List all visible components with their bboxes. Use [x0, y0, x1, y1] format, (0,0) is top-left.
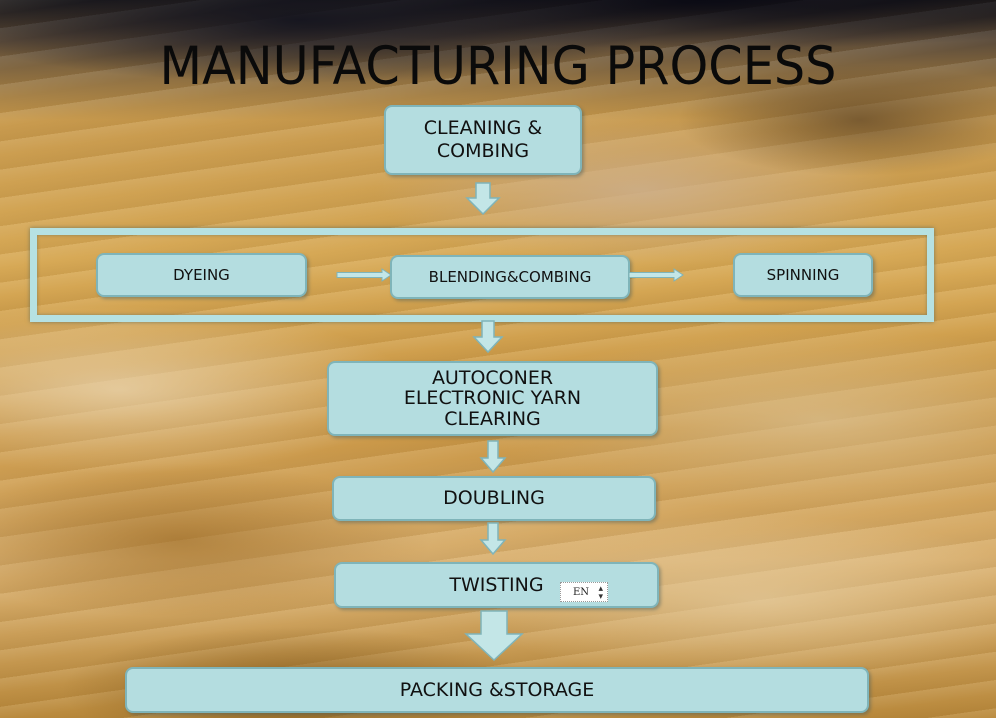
arrow-right-2 — [628, 268, 684, 282]
step-dyeing: DYEING — [96, 253, 307, 297]
step-doubling-label: DOUBLING — [443, 487, 545, 510]
arrow-down-3 — [479, 440, 507, 474]
step-doubling: DOUBLING — [332, 476, 656, 521]
language-selector[interactable]: EN ▴▾ — [560, 582, 608, 602]
arrow-down-4 — [479, 522, 507, 556]
step-autoconer: AUTOCONER ELECTRONIC YARN CLEARING — [327, 361, 658, 436]
step-dyeing-label: DYEING — [173, 266, 230, 284]
arrow-down-2 — [472, 320, 504, 354]
step-spinning: SPINNING — [733, 253, 873, 297]
step-autoconer-line2: ELECTRONIC YARN — [404, 388, 581, 409]
step-autoconer-line1: AUTOCONER — [432, 368, 553, 389]
chevron-updown-icon: ▴▾ — [598, 585, 603, 601]
step-autoconer-line3: CLEARING — [444, 409, 541, 430]
step-cleaning-line2: COMBING — [437, 140, 529, 163]
step-cleaning-combing: CLEANING & COMBING — [384, 105, 582, 175]
step-packing-storage: PACKING &STORAGE — [125, 667, 869, 713]
arrow-right-1 — [336, 268, 392, 282]
step-blending-combing: BLENDING&COMBING — [390, 255, 630, 299]
diagram-title: MANUFACTURING PROCESS — [35, 36, 961, 97]
step-twisting: TWISTING — [334, 562, 659, 608]
step-spinning-label: SPINNING — [767, 266, 840, 284]
language-selector-value: EN — [573, 587, 589, 598]
arrow-down-1 — [465, 182, 501, 216]
step-cleaning-line1: CLEANING & — [424, 117, 542, 140]
step-twisting-label: TWISTING — [449, 574, 543, 597]
step-blending-label: BLENDING&COMBING — [429, 268, 592, 286]
arrow-down-5 — [464, 610, 524, 662]
step-packing-label: PACKING &STORAGE — [400, 679, 594, 702]
